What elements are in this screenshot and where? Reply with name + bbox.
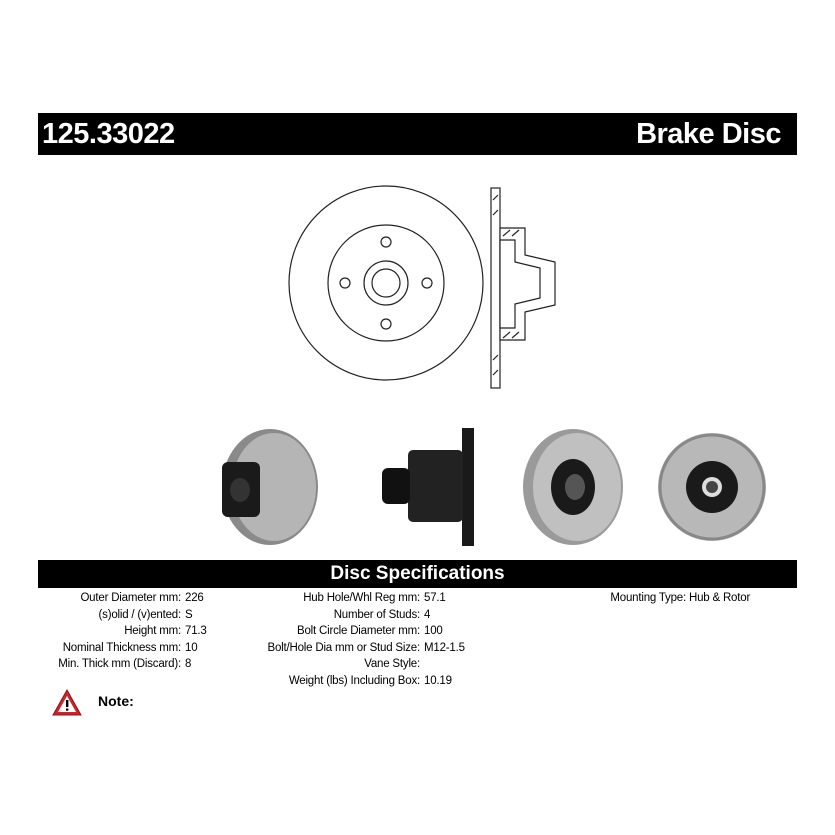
spec-row: Min. Thick mm (Discard):	[0, 656, 181, 672]
spec-value: 10	[185, 642, 198, 654]
spec-value: 8	[185, 658, 192, 670]
spec-value: S	[185, 609, 193, 621]
spec-value: Hub & Rotor	[689, 592, 751, 604]
spec-value: 100	[424, 625, 443, 637]
specs-title-bar: Disc Specifications	[38, 560, 797, 588]
spec-row: Hub Hole/Whl Reg mm:	[230, 590, 420, 606]
spec-row: Weight (lbs) Including Box:	[230, 673, 420, 689]
warning-icon	[52, 688, 82, 716]
product-type: Brake Disc	[636, 118, 781, 150]
spec-row: (s)olid / (v)ented:	[0, 607, 182, 623]
part-number: 125.33022	[42, 118, 175, 150]
spec-row: Bolt Circle Diameter mm:	[230, 623, 420, 639]
spec-label: Weight (lbs) Including Box:	[288, 675, 420, 687]
spec-row: Outer Diameter mm:	[0, 590, 181, 606]
photo-side-view	[382, 428, 474, 546]
spec-label: Bolt Circle Diameter mm:	[297, 625, 420, 637]
photo-back-view	[523, 429, 623, 545]
front-view-drawing	[288, 185, 484, 381]
spec-value: 57.1	[424, 592, 446, 604]
spec-label: Bolt/Hole Dia mm or Stud Size:	[267, 642, 420, 654]
spec-value: 4	[424, 609, 431, 621]
spec-label: Outer Diameter mm:	[80, 592, 181, 604]
spec-value: 71.3	[185, 625, 207, 637]
spec-value: 226	[185, 592, 204, 604]
spec-value: M12-1.5	[424, 642, 465, 654]
spec-value: 10.19	[424, 675, 452, 687]
spec-label: Mounting Type:	[610, 592, 686, 604]
spec-label: Height mm:	[124, 625, 181, 637]
spec-row: Nominal Thickness mm:	[0, 640, 181, 656]
section-view-drawing	[490, 187, 556, 389]
spec-label: Nominal Thickness mm:	[62, 642, 181, 654]
photo-front-view	[658, 433, 766, 541]
spec-label: Vane Style:	[364, 658, 420, 670]
spec-label: (s)olid / (v)ented:	[98, 609, 182, 621]
spec-label: Number of Studs:	[333, 609, 420, 621]
note-label: Note:	[98, 693, 134, 709]
spec-row: Height mm:	[0, 623, 181, 639]
specs-title: Disc Specifications	[330, 563, 505, 584]
title-bar: 125.33022 Brake Disc	[38, 113, 797, 155]
spec-row: Bolt/Hole Dia mm or Stud Size:	[230, 640, 420, 656]
spec-label: Min. Thick mm (Discard):	[58, 658, 181, 670]
photo-angle-view	[222, 429, 318, 545]
spec-label: Hub Hole/Whl Reg mm:	[303, 592, 420, 604]
spec-row: Vane Style:	[230, 656, 420, 672]
spec-row: Mounting Type:	[560, 590, 686, 606]
spec-row: Number of Studs:	[230, 607, 420, 623]
